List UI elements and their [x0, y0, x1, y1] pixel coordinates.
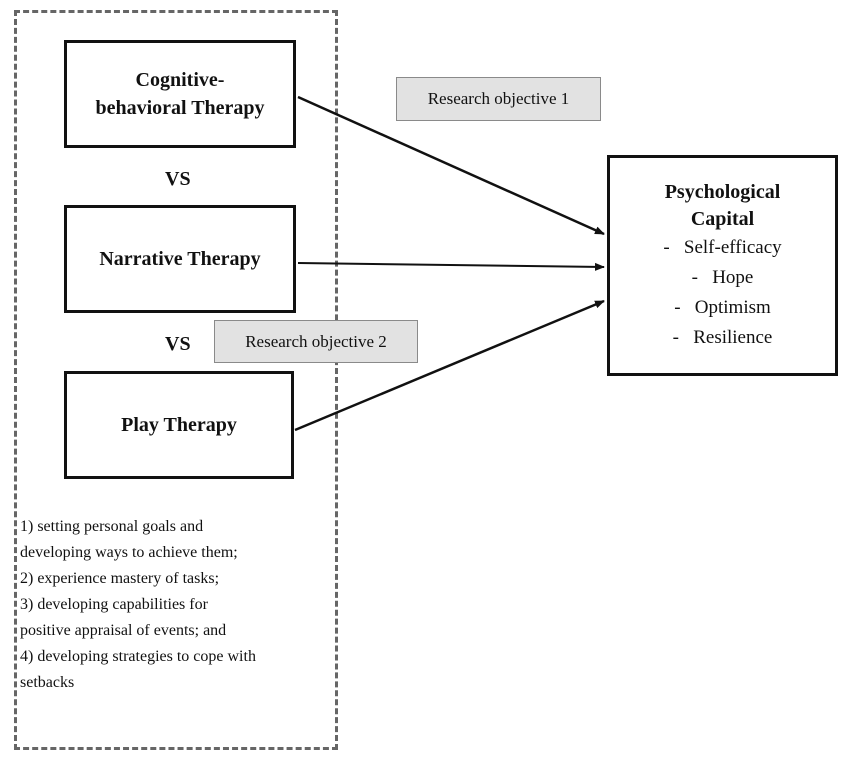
narrative-therapy-label: Narrative Therapy: [99, 248, 261, 270]
vs-label-1: VS: [165, 168, 191, 190]
cbt-box: Cognitive- behavioral Therapy: [64, 40, 296, 148]
play-therapy-box: Play Therapy: [64, 371, 294, 479]
arrow-play-to-psycap: [294, 299, 605, 432]
strategy-1: 1) setting personal goals and developing…: [20, 518, 238, 561]
strategy-4: 4) developing strategies to cope with se…: [20, 648, 256, 691]
psycap-item-self-efficacy: - Self-efficacy: [663, 237, 782, 258]
strategies-list: 1) setting personal goals and developing…: [20, 514, 336, 696]
arrow-narrative-to-psycap: [297, 262, 605, 271]
cbt-label: Cognitive- behavioral Therapy: [95, 69, 265, 119]
psychological-capital-title: Psychological Capital: [664, 181, 781, 230]
psycap-item-hope: - Hope: [691, 267, 754, 288]
psycap-item-optimism: - Optimism: [674, 297, 771, 318]
play-therapy-label: Play Therapy: [121, 414, 237, 436]
psycap-item-resilience: - Resilience: [672, 327, 773, 348]
strategy-2: 2) experience mastery of tasks;: [20, 570, 220, 587]
vs-label-2: VS: [165, 333, 191, 355]
interventions-group: [14, 10, 338, 750]
strategy-3: 3) developing capabilities for positive …: [20, 596, 227, 639]
psychological-capital-box: Psychological Capital - Self-efficacy - …: [607, 155, 838, 376]
narrative-therapy-box: Narrative Therapy: [64, 205, 296, 313]
research-objective-1: Research objective 1: [396, 77, 601, 121]
research-objective-2: Research objective 2: [214, 320, 418, 363]
arrow-cbt-to-psycap: [297, 95, 605, 236]
